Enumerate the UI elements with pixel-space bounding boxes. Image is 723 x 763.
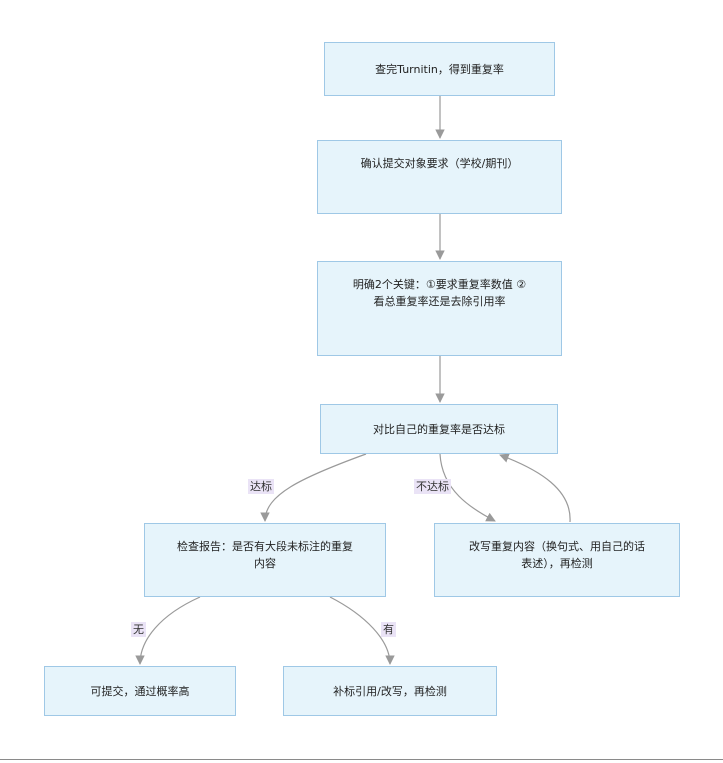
node-can-submit-label: 可提交，通过概率高 [90, 684, 190, 698]
edge-label-none: 无 [131, 622, 146, 637]
node-check-turnitin-label: 查完Turnitin，得到重复率 [375, 62, 504, 76]
node-compare: 对比自己的重复率是否达标 [320, 404, 558, 454]
node-add-citation-label: 补标引用/改写，再检测 [333, 684, 447, 698]
node-two-keys-label: 明确2个关键：①要求重复率数值 ② 看总重复率还是去除引用率 [352, 278, 527, 308]
edge-report-to-submit [135, 596, 201, 665]
node-check-report-label: 检查报告：是否有大段未标注的重复 内容 [177, 540, 353, 570]
edge-label-fail: 不达标 [414, 479, 451, 494]
edge-label-has: 有 [381, 622, 396, 637]
node-rewrite-label: 改写重复内容（换句式、用自己的话 表述），再检测 [469, 540, 645, 570]
edge-compare-to-report [260, 453, 367, 522]
node-can-submit: 可提交，通过概率高 [44, 666, 236, 716]
node-confirm-target-label: 确认提交对象要求（学校/期刊） [360, 157, 519, 170]
node-compare-label: 对比自己的重复率是否达标 [373, 422, 505, 436]
node-check-report: 检查报告：是否有大段未标注的重复 内容 [144, 523, 386, 597]
edge-report-to-citation [329, 596, 395, 665]
node-check-turnitin: 查完Turnitin，得到重复率 [324, 42, 555, 96]
edge-rewrite-to-compare [499, 453, 571, 523]
edge-label-pass: 达标 [248, 479, 274, 494]
node-rewrite: 改写重复内容（换句式、用自己的话 表述），再检测 [434, 523, 680, 597]
node-confirm-target: 确认提交对象要求（学校/期刊） [317, 140, 562, 214]
edge-compare-to-rewrite [439, 453, 496, 522]
bottom-divider [0, 759, 723, 760]
node-two-keys: 明确2个关键：①要求重复率数值 ② 看总重复率还是去除引用率 [317, 261, 562, 356]
node-add-citation: 补标引用/改写，再检测 [283, 666, 497, 716]
